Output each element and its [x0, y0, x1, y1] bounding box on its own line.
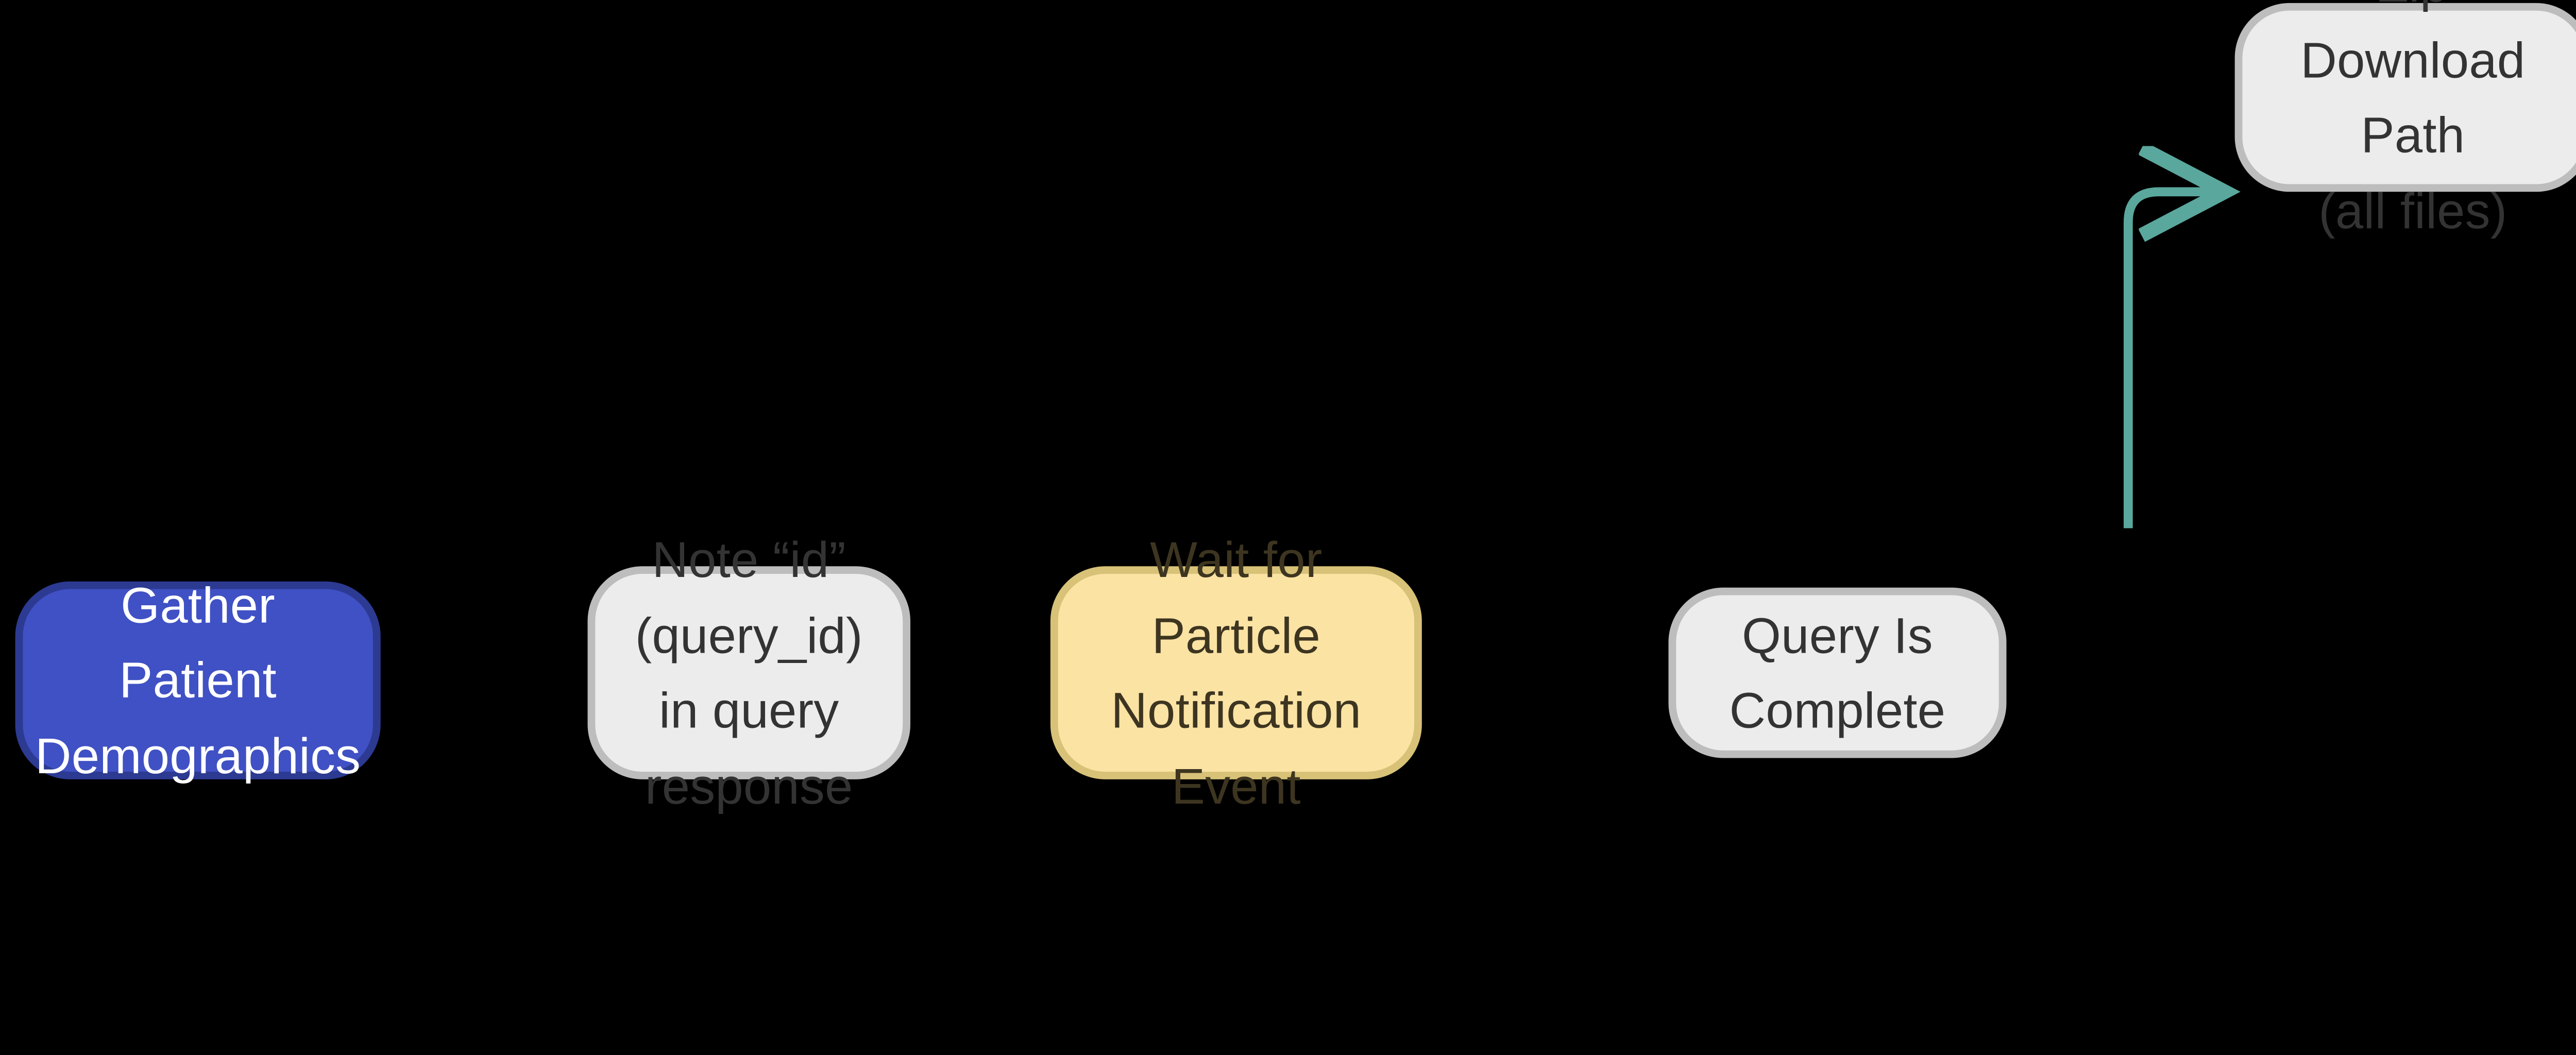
node-zip-download-path[interactable]: Zip Download Path (all files) [2234, 0, 2576, 238]
node-label: Wait for Particle Notification Event [1111, 531, 1362, 814]
node-note-query-id[interactable]: Note “id” (query_id) in query response [587, 531, 910, 813]
node-wait-for-particle-notification-event[interactable]: Wait for Particle Notification Event [1050, 531, 1422, 813]
node-label: Query Is Complete [1729, 606, 1946, 739]
edge-layer [2123, 0, 2576, 528]
node-label: Gather Patient Demographics [35, 576, 361, 784]
flowchart-canvas: Gather Patient Demographics Note “id” (q… [15, 0, 2576, 814]
node-gather-patient-demographics[interactable]: Gather Patient Demographics [15, 576, 381, 784]
edge-query-complete-to-zip-path [2123, 192, 2225, 528]
node-label: Zip Download Path (all files) [2300, 0, 2526, 239]
node-query-is-complete[interactable]: Query Is Complete [1668, 587, 2007, 758]
node-label: Note “id” (query_id) in query response [635, 531, 863, 814]
